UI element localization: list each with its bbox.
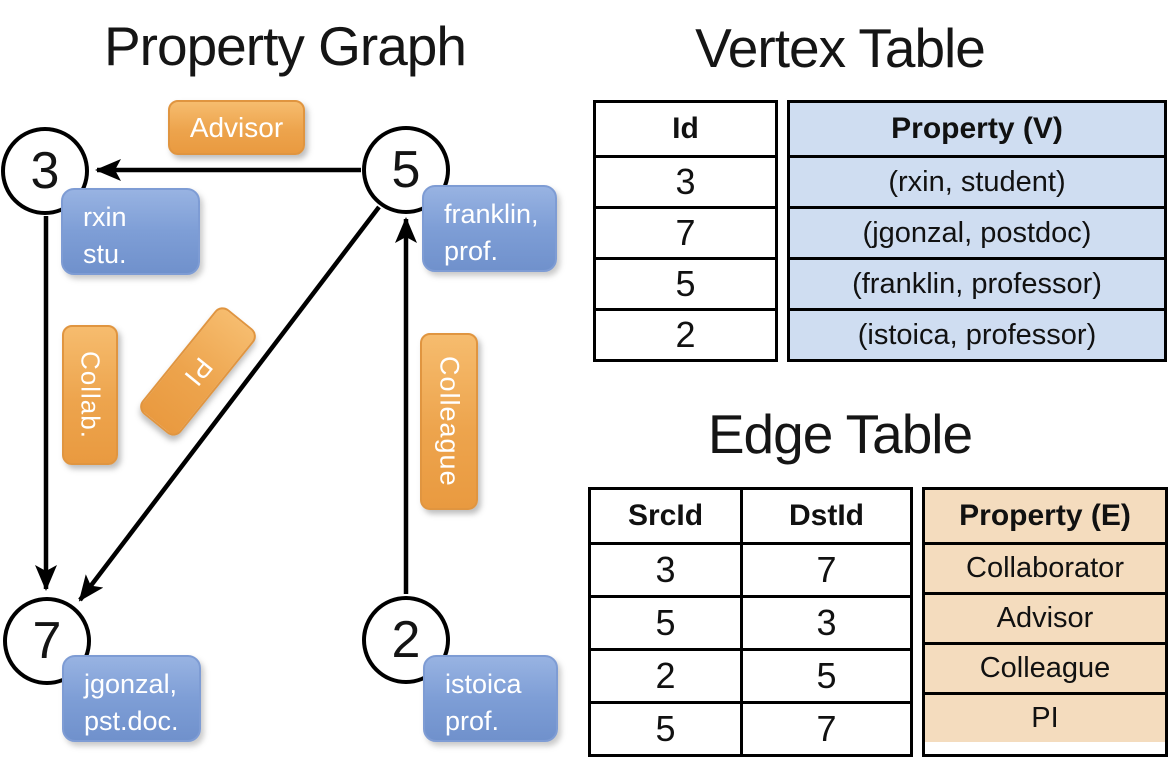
- edge-table: SrcId DstId 3 7 5 3 2 5 5 7 Property (E)…: [588, 487, 1168, 757]
- vertex-table-header-property: Property (V): [790, 103, 1164, 155]
- vertex-prop-3-line1: rxin: [83, 202, 127, 232]
- edge-row-dstid: 7: [816, 708, 837, 749]
- vertex-row-property: (istoica, professor): [790, 308, 1164, 359]
- edge-row-property: Advisor: [925, 592, 1165, 642]
- edge-row-srcid: 3: [591, 545, 743, 595]
- vertex-row-id: 2: [596, 308, 775, 359]
- edge-table-header-property: Property (E): [925, 490, 1165, 542]
- edge-table-row: 5 3: [591, 595, 910, 648]
- edge-table-header-dstid: DstId: [789, 499, 864, 532]
- vertex-row-property: (rxin, student): [790, 155, 1164, 206]
- vertex-prop-box-5: franklin, prof.: [422, 185, 557, 272]
- vertex-prop-2-line2: prof.: [445, 706, 500, 737]
- vertex-row-id: 3: [596, 155, 775, 206]
- vertex-table: Id 3 7 5 2 Property (V) (rxin, student) …: [593, 100, 1167, 362]
- edge-pi-arrow-5-to-7: [78, 205, 381, 602]
- graph-edges-layer: [35, 159, 417, 602]
- node-5-id: 5: [391, 141, 421, 199]
- vertex-prop-box-3: rxin stu.: [61, 188, 200, 275]
- edge-table-row: 5 7: [591, 701, 910, 754]
- vertex-table-id-column: Id 3 7 5 2: [593, 100, 778, 362]
- vertex-row-property: (jgonzal, postdoc): [790, 206, 1164, 257]
- vertex-prop-2-line1: istoica: [445, 669, 522, 699]
- vertex-row-id: 7: [596, 206, 775, 257]
- graph-node-5: 5: [362, 126, 450, 214]
- edge-label-collab: Collab.: [62, 325, 118, 465]
- graph-node-2: 2: [362, 596, 450, 684]
- edge-table-row: 2 5: [591, 648, 910, 701]
- edge-row-property: Colleague: [925, 642, 1165, 692]
- edge-table-id-columns: SrcId DstId 3 7 5 3 2 5 5 7: [588, 487, 913, 757]
- vertex-prop-7-line2: pst.doc.: [84, 706, 179, 737]
- edge-table-property-column: Property (E) Collaborator Advisor Collea…: [922, 487, 1168, 757]
- property-graph-title: Property Graph: [103, 15, 467, 77]
- edge-row-dstid: 3: [816, 602, 837, 643]
- vertex-prop-5-line1: franklin,: [444, 199, 539, 229]
- edge-table-title: Edge Table: [707, 403, 973, 465]
- edge-row-srcid: 5: [591, 598, 743, 648]
- edge-label-colleague: Colleague: [420, 333, 478, 510]
- edge-table-header-srcid: SrcId: [591, 490, 743, 542]
- vertex-table-property-column: Property (V) (rxin, student) (jgonzal, p…: [787, 100, 1167, 362]
- vertex-prop-5-line2: prof.: [444, 236, 499, 267]
- vertex-prop-box-2: istoica prof.: [423, 655, 558, 742]
- edge-label-advisor-text: Advisor: [189, 111, 284, 143]
- vertex-row-property: (franklin, professor): [790, 257, 1164, 308]
- vertex-prop-7-line1: jgonzal,: [84, 669, 178, 699]
- edge-row-srcid: 2: [591, 651, 743, 701]
- edge-table-header-row: SrcId DstId: [591, 490, 910, 542]
- edge-label-colleague-text: Colleague: [434, 356, 465, 487]
- vertex-row-id: 5: [596, 257, 775, 308]
- edge-row-dstid: 5: [816, 655, 837, 696]
- edge-row-property: PI: [925, 692, 1165, 742]
- edge-label-collab-text: Collab.: [75, 351, 106, 439]
- vertex-prop-3-line2: stu.: [83, 239, 127, 270]
- edge-table-row: 3 7: [591, 542, 910, 595]
- node-7-id: 7: [32, 612, 62, 670]
- edge-row-property: Collaborator: [925, 542, 1165, 592]
- edge-label-pi-text: PI: [178, 351, 219, 392]
- vertex-table-header-id: Id: [672, 112, 699, 145]
- edge-row-dstid: 7: [816, 549, 837, 590]
- node-3-id: 3: [30, 142, 60, 200]
- edge-row-srcid: 5: [591, 704, 743, 754]
- node-2-id: 2: [391, 611, 421, 669]
- edge-label-advisor: Advisor: [168, 100, 305, 155]
- vertex-prop-box-7: jgonzal, pst.doc.: [62, 655, 201, 742]
- vertex-table-title: Vertex Table: [695, 17, 986, 79]
